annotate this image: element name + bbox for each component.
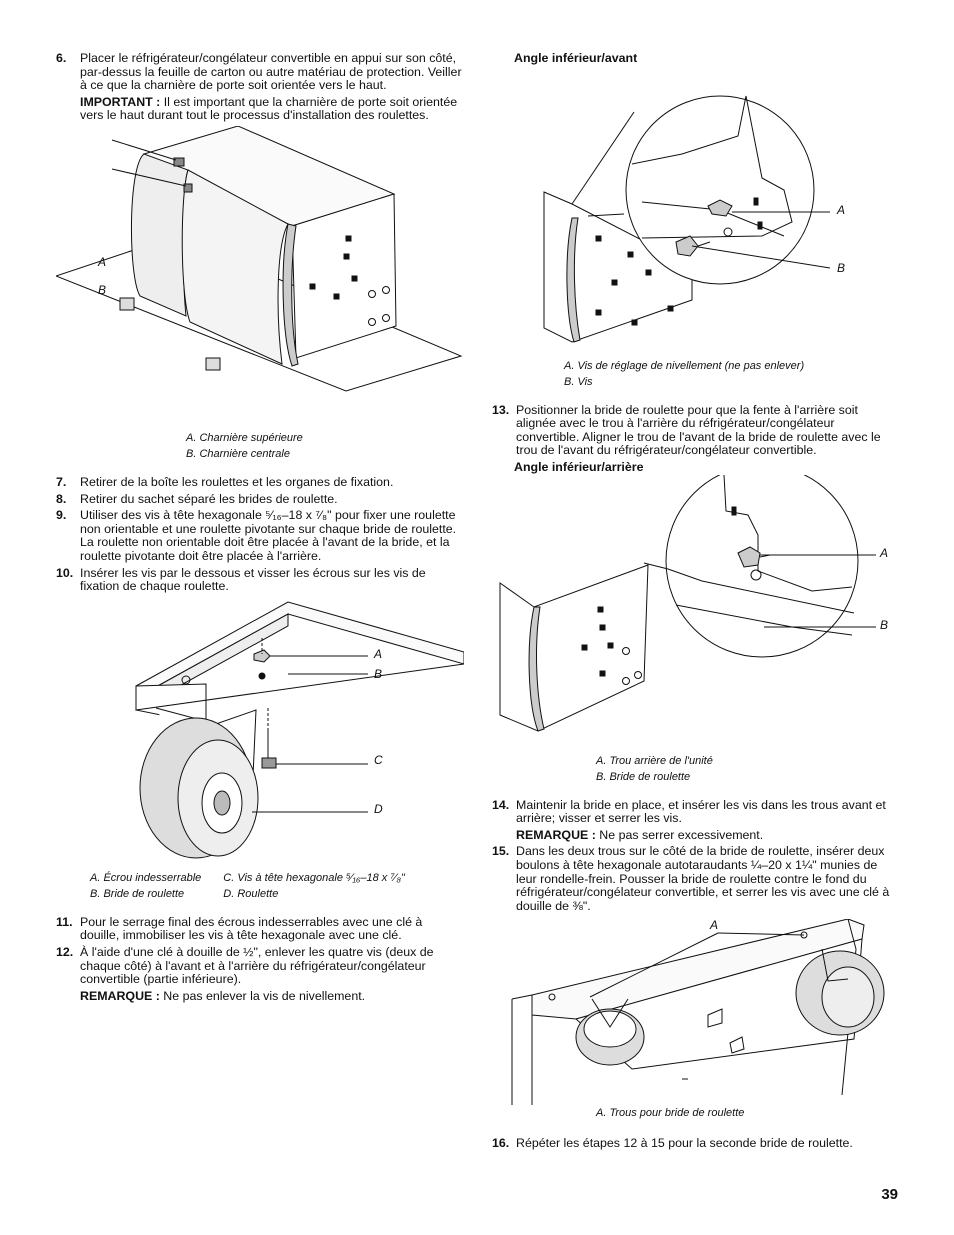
caption-b: B. Charnière centrale bbox=[186, 447, 290, 460]
important-label: IMPORTANT : bbox=[80, 94, 161, 109]
step-text: Dans les deux trous sur le côté de la br… bbox=[516, 844, 890, 913]
step-number: 8. bbox=[56, 491, 67, 506]
figure-bracket-holes: A bbox=[492, 918, 898, 1106]
figure-heading: Angle inférieur/avant bbox=[514, 51, 638, 65]
figure-caption: A. Vis de réglage de nivellement (ne pas… bbox=[564, 358, 898, 390]
caption-a: A. Trou arrière de l'unité bbox=[596, 754, 713, 767]
right-column: Angle inférieur/avant bbox=[492, 51, 898, 1154]
step-text: Maintenir la bride en place, et insérer … bbox=[516, 797, 886, 826]
step-text: Positionner la bride de roulette pour qu… bbox=[516, 402, 881, 458]
note-text: Ne pas serrer excessivement. bbox=[595, 827, 764, 842]
step-number: 6. bbox=[56, 51, 67, 65]
caption-a: A. Charnière supérieure bbox=[186, 431, 303, 444]
step-text: Retirer de la boîte les roulettes et les… bbox=[80, 474, 394, 489]
step-7: 7. Retirer de la boîte les roulettes et … bbox=[56, 474, 464, 490]
step-10: 10. Insérer les vis par le dessous et vi… bbox=[56, 565, 464, 594]
step-text-part: pour fixer une roulette non orientable e… bbox=[80, 508, 457, 563]
caption-a: A. Vis de réglage de nivellement (ne pas… bbox=[564, 359, 805, 372]
caster-assembly-illustration bbox=[135, 601, 464, 859]
figure-fridge-on-side: A B bbox=[56, 125, 464, 426]
callout-label-a: A bbox=[880, 545, 889, 560]
step-number: 11. bbox=[56, 914, 73, 929]
callout-label-a: A bbox=[837, 202, 846, 217]
step-16: 16. Répéter les étapes 12 à 15 pour la s… bbox=[492, 1137, 898, 1151]
step-13: 13. Positionner la bride de roulette pou… bbox=[492, 402, 898, 458]
caption-c: C. Vis à tête hexagonale ⁵⁄₁₆–18 x ⁷⁄₈" bbox=[223, 871, 405, 884]
caption-d: D. Roulette bbox=[223, 887, 279, 900]
note-label: REMARQUE : bbox=[80, 988, 160, 1003]
figure-caption: A. Charnière supérieure B. Charnière cen… bbox=[186, 430, 464, 462]
callout-label-a: A bbox=[374, 646, 383, 661]
screw-size: ⁵⁄₁₆–18 x ⁷⁄₈" bbox=[265, 508, 332, 523]
fridge-on-side-illustration bbox=[56, 125, 463, 392]
page-number: 39 bbox=[881, 1186, 898, 1203]
callout-label-c: C bbox=[374, 752, 383, 767]
caption-b: B. Vis bbox=[564, 375, 593, 388]
note: REMARQUE : Ne pas serrer excessivement. bbox=[516, 827, 898, 843]
important-note: IMPORTANT : Il est important que la char… bbox=[80, 94, 464, 123]
note-text: Ne pas enlever la vis de nivellement. bbox=[159, 988, 366, 1003]
step-14: 14. Maintenir la bride en place, et insé… bbox=[492, 797, 898, 843]
callout-label-b: B bbox=[98, 282, 107, 297]
step-9: 9. Utiliser des vis à tête hexagonale ⁵⁄… bbox=[56, 508, 464, 563]
step-text: Placer le réfrigérateur/congélateur conv… bbox=[80, 51, 462, 93]
callout-label-a: A bbox=[710, 918, 719, 933]
step-12: 12. À l'aide d'une clé à douille de ½", … bbox=[56, 944, 464, 1004]
figure-caption: A. Écrou indesserrable B. Bride de roule… bbox=[90, 870, 464, 902]
figure-caption: A. Trous pour bride de roulette bbox=[596, 1105, 898, 1121]
step-number: 16. bbox=[492, 1136, 510, 1151]
caption-a: A. Écrou indesserrable bbox=[90, 871, 202, 884]
step-text: À l'aide d'une clé à douille de ½", enle… bbox=[80, 944, 434, 987]
callout-label-a: A bbox=[98, 254, 107, 269]
figure-caption: A. Trou arrière de l'unité B. Bride de r… bbox=[596, 753, 898, 785]
callout-label-b: B bbox=[374, 666, 383, 681]
step-number: 15. bbox=[492, 844, 510, 859]
caption-b: B. Bride de roulette bbox=[90, 887, 185, 900]
figure-rear-corner: A B bbox=[492, 474, 898, 747]
step-text: Retirer du sachet séparé les brides de r… bbox=[80, 491, 338, 506]
step-11: 11. Pour le serrage final des écrous ind… bbox=[56, 914, 464, 943]
front-corner-illustration bbox=[543, 95, 831, 343]
left-column: 6. Placer le réfrigérateur/congélateur c… bbox=[56, 51, 464, 1006]
note-label: REMARQUE : bbox=[516, 827, 596, 842]
caption-b: B. Bride de roulette bbox=[596, 770, 691, 783]
step-15: 15. Dans les deux trous sur le côté de l… bbox=[492, 845, 898, 913]
callout-label-d: D bbox=[374, 801, 383, 816]
step-6: 6. Placer le réfrigérateur/congélateur c… bbox=[56, 51, 464, 123]
note: REMARQUE : Ne pas enlever la vis de nive… bbox=[80, 988, 464, 1004]
step-text: Pour le serrage final des écrous indesse… bbox=[80, 914, 423, 943]
bracket-holes-illustration bbox=[511, 919, 885, 1106]
important-text: Il est important que la charnière de por… bbox=[80, 94, 458, 123]
figure-front-corner: A B bbox=[492, 66, 898, 348]
figure-caster-assembly: A B C D bbox=[56, 598, 464, 860]
step-number: 9. bbox=[56, 508, 67, 523]
step-text: Répéter les étapes 12 à 15 pour la secon… bbox=[516, 1136, 853, 1151]
callout-label-b: B bbox=[880, 617, 889, 632]
step-text: Utiliser des vis à tête hexagonale ⁵⁄₁₆–… bbox=[80, 508, 464, 563]
step-text: Insérer les vis par le dessous et visser… bbox=[80, 565, 426, 594]
step-8: 8. Retirer du sachet séparé les brides d… bbox=[56, 491, 464, 507]
callout-label-b: B bbox=[837, 260, 846, 275]
step-text-part: Utiliser des vis à tête hexagonale bbox=[80, 508, 266, 523]
step-number: 14. bbox=[492, 797, 510, 812]
rear-corner-illustration bbox=[499, 474, 876, 732]
figure-heading: Angle inférieur/arrière bbox=[514, 459, 644, 474]
caption-a: A. Trous pour bride de roulette bbox=[596, 1107, 745, 1120]
step-number: 13. bbox=[492, 402, 510, 417]
step-number: 7. bbox=[56, 474, 67, 489]
step-number: 10. bbox=[56, 565, 74, 580]
step-number: 12. bbox=[56, 944, 74, 959]
